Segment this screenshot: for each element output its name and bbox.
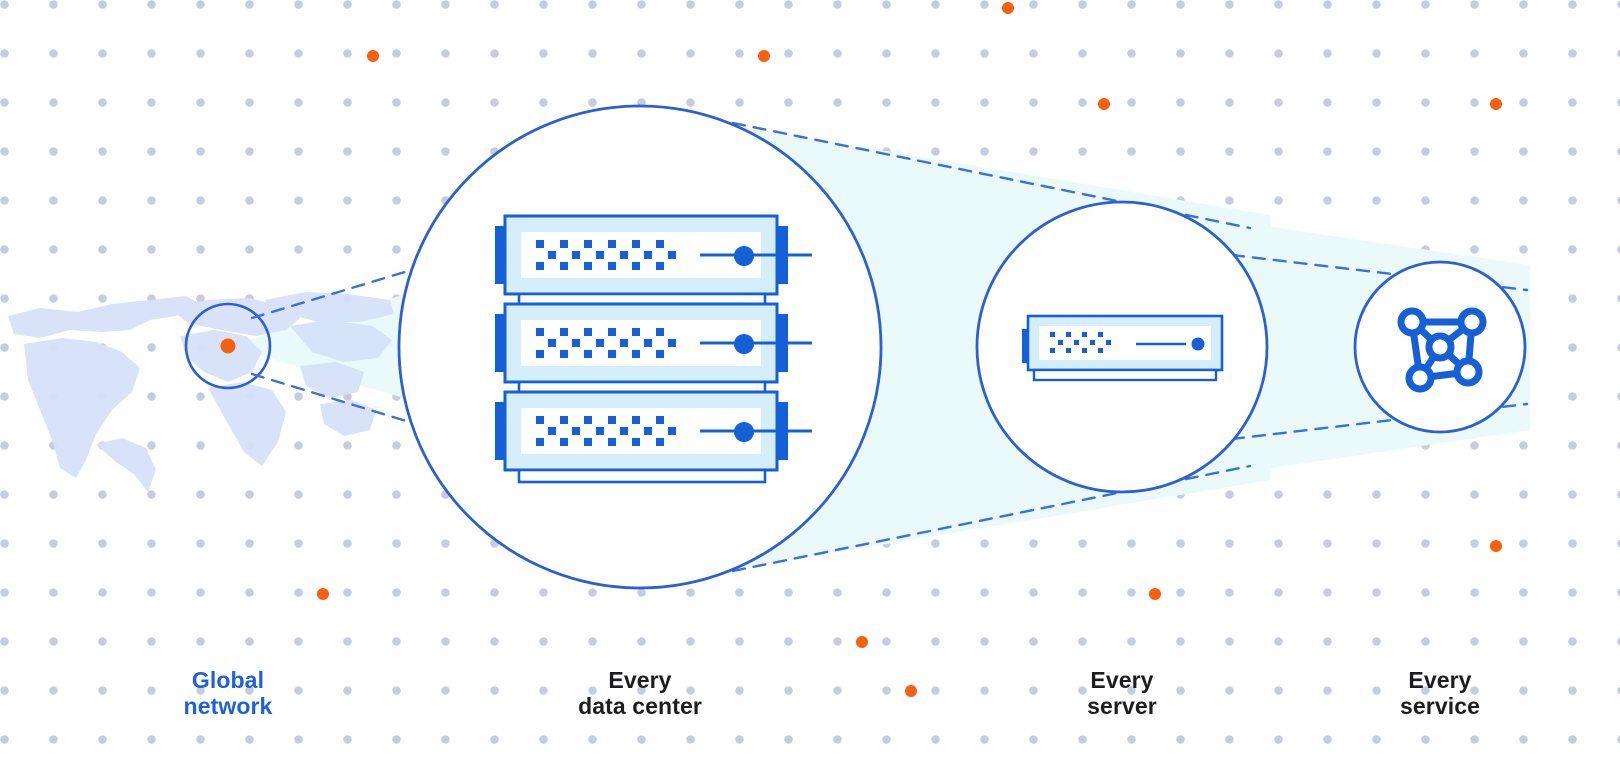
- global-network-circle: [184, 302, 272, 390]
- single-server-icon: [1022, 314, 1224, 382]
- label-server: Every server: [1087, 667, 1157, 719]
- server-rack-icon: [495, 214, 812, 484]
- accent-dots: [317, 2, 1502, 697]
- server-unit-3: [495, 390, 812, 484]
- label-data-center: Every data center: [578, 667, 702, 719]
- server-unit-1: [495, 214, 812, 308]
- server-unit-2: [495, 302, 812, 396]
- network-graph-icon: [1397, 307, 1487, 393]
- label-global-network: Global network: [183, 667, 273, 719]
- orange-location-dot: [220, 338, 236, 354]
- label-service: Every service: [1400, 667, 1480, 719]
- world-map-icon: [8, 292, 394, 492]
